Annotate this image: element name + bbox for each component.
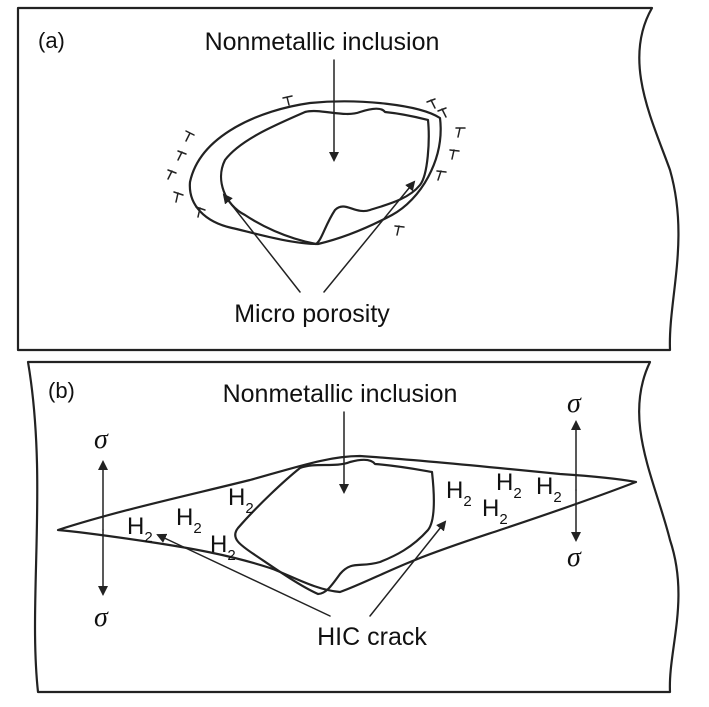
hydrogen-label: H2 bbox=[536, 473, 562, 506]
dislocation-mark bbox=[282, 95, 293, 106]
panel-b-label: (b) bbox=[48, 378, 75, 403]
dislocation-mark bbox=[185, 130, 195, 142]
stress-symbol-top-right: σ bbox=[567, 388, 582, 419]
panel-b-hydrogen-labels: H2 H2 H2 H2 H2 H2 H2 H2 bbox=[127, 469, 562, 564]
panel-b-stress-right: σ σ bbox=[567, 388, 582, 573]
hydrogen-label: H2 bbox=[496, 469, 522, 502]
panel-a-dislocation-marks bbox=[167, 95, 466, 236]
stress-symbol-bottom-left: σ bbox=[94, 602, 109, 633]
panel-b-crack-arrow-right bbox=[369, 520, 447, 617]
panel-b: (b) Nonmetallic inclusion H2 H2 H2 H2 H2… bbox=[26, 360, 680, 694]
panel-a-porosity-arrow-right bbox=[323, 180, 416, 293]
panel-b-inclusion-label: Nonmetallic inclusion bbox=[223, 380, 458, 408]
panel-a-porosity-label: Micro porosity bbox=[234, 300, 390, 328]
steel-plate-b-outline bbox=[26, 360, 680, 694]
dislocation-mark bbox=[195, 206, 206, 218]
panel-b-stress-left: σ σ bbox=[94, 424, 109, 633]
panel-a: (a) Nonmetallic inclusion Micro porosity bbox=[16, 6, 680, 352]
dislocation-mark bbox=[167, 169, 177, 180]
panel-a-void-outline bbox=[188, 100, 442, 246]
hydrogen-label: H2 bbox=[482, 495, 508, 528]
stress-symbol-top-left: σ bbox=[94, 424, 109, 455]
dislocation-mark bbox=[437, 107, 447, 118]
hydrogen-label: H2 bbox=[446, 477, 472, 510]
panel-a-porosity-arrow-left bbox=[222, 193, 301, 293]
panel-a-label: (a) bbox=[38, 28, 65, 53]
dislocation-mark bbox=[177, 150, 187, 161]
stress-symbol-bottom-right: σ bbox=[567, 542, 582, 573]
panel-a-inclusion-label: Nonmetallic inclusion bbox=[205, 28, 440, 56]
panel-b-crack-arrow-left bbox=[156, 533, 331, 617]
steel-plate-a-outline bbox=[16, 6, 680, 352]
dislocation-mark bbox=[394, 225, 405, 236]
hydrogen-label: H2 bbox=[228, 484, 254, 517]
hydrogen-label: H2 bbox=[127, 513, 153, 546]
dislocation-mark bbox=[436, 170, 447, 181]
panel-b-crack-outline bbox=[56, 454, 638, 594]
panel-b-crack-label: HIC crack bbox=[317, 623, 427, 651]
dislocation-mark bbox=[455, 127, 466, 138]
dislocation-mark bbox=[449, 149, 460, 160]
dislocation-mark bbox=[173, 191, 184, 203]
hydrogen-label: H2 bbox=[176, 504, 202, 537]
panel-b-inclusion-body bbox=[234, 458, 435, 596]
hydrogen-label: H2 bbox=[210, 531, 236, 564]
panel-a-inclusion-body bbox=[220, 107, 430, 246]
dislocation-mark bbox=[426, 98, 436, 109]
